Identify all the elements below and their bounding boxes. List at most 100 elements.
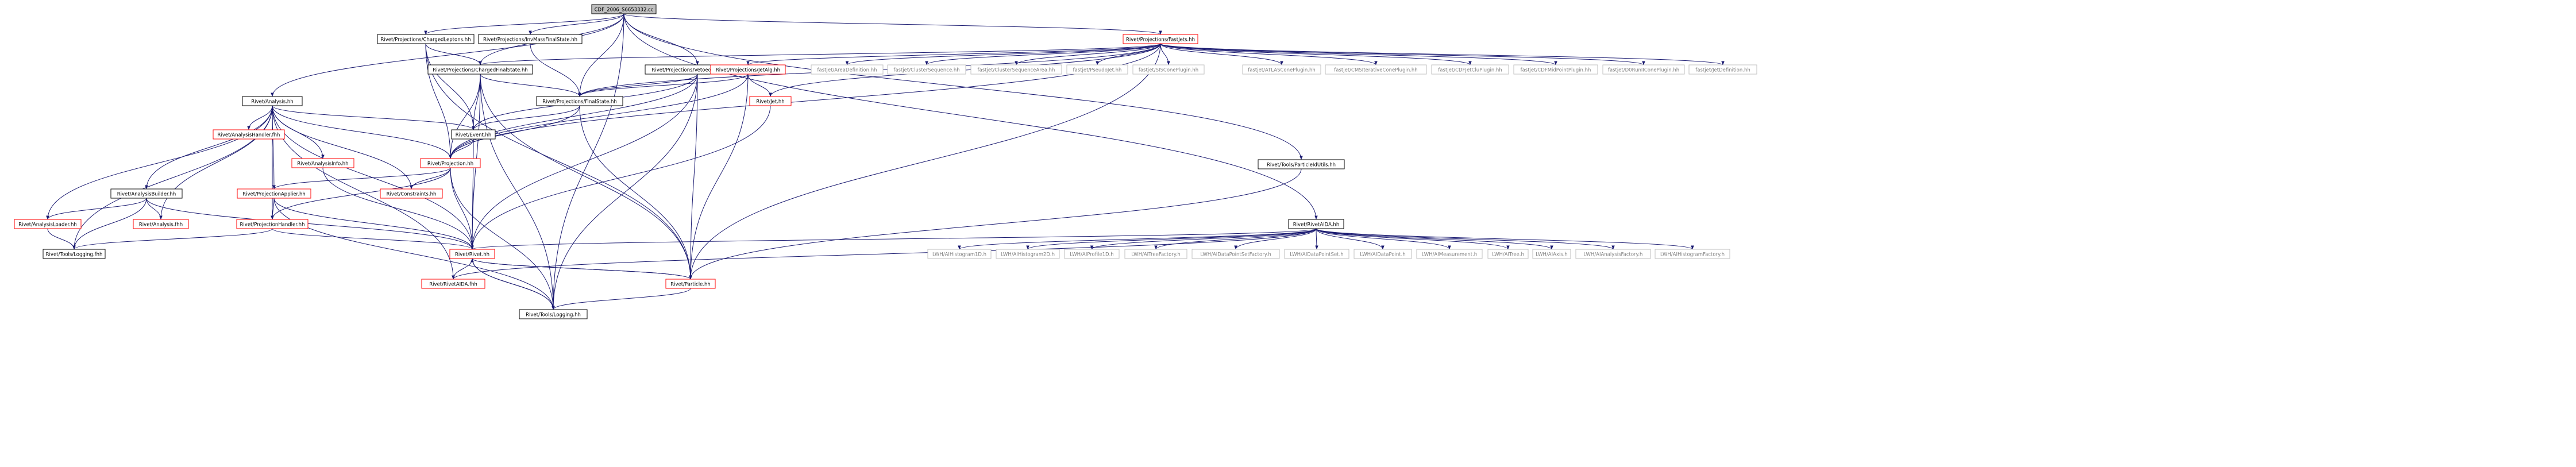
- node-box: [1132, 64, 1205, 75]
- node-fastjet-areadefinition-hh[interactable]: fastjet/AreaDefinition.hh: [811, 64, 884, 75]
- node-box: [927, 249, 992, 259]
- node-rivet-analysis-fhh[interactable]: Rivet/Analysis.fhh: [133, 219, 189, 229]
- node-box: [710, 64, 786, 75]
- edge-event-to-rivet: [471, 138, 474, 250]
- node-rivet-particle-hh[interactable]: Rivet/Particle.hh: [665, 279, 716, 289]
- node-box: [133, 219, 189, 229]
- edge-analysisloader-to-logging_fhh: [47, 228, 76, 250]
- node-fastjet-sisconeplugin-hh[interactable]: fastjet/SISConePlugin.hh: [1132, 64, 1205, 75]
- node-fastjet-cdfjetcluplugin-hh[interactable]: fastjet/CDFJetCluPlugin.hh: [1431, 64, 1509, 75]
- node-fastjet-cmsiterativeconeplugin-hh[interactable]: fastjet/CMSIterativeConePlugin.hh: [1325, 64, 1427, 75]
- node-rivet-projections-chargedleptons-hh[interactable]: Rivet/Projections/ChargedLeptons.hh: [377, 34, 475, 44]
- node-fastjet-clustersequence-hh[interactable]: fastjet/ClusterSequence.hh: [887, 64, 966, 75]
- node-rivet-analysisbuilder-hh[interactable]: Rivet/AnalysisBuilder.hh: [110, 188, 183, 199]
- node-cdf-2006-s6653332-cc: CDF_2006_S6653332.cc: [591, 4, 657, 14]
- node-rivet-tools-particleidutils-hh[interactable]: Rivet/Tools/ParticleIdUtils.hh: [1258, 159, 1345, 169]
- edge-root-to-chargedleptons: [424, 13, 624, 35]
- node-rivet-tools-logging-fhh[interactable]: Rivet/Tools/Logging.fhh: [43, 249, 106, 259]
- edge-rivetaida-to-lwh_histfac: [1316, 228, 1694, 250]
- node-lwh-aianalysisfactory-h[interactable]: LWH/AIAnalysisFactory.h: [1575, 249, 1651, 259]
- node-lwh-aidatapoint-h[interactable]: LWH/AIDataPoint.h: [1353, 249, 1412, 259]
- node-rivet-analysisinfo-hh[interactable]: Rivet/AnalysisInfo.hh: [291, 158, 354, 168]
- node-box: [236, 219, 308, 229]
- node-fastjet-d0runiiconeplugin-hh[interactable]: fastjet/D0RunIIConePlugin.hh: [1602, 64, 1685, 75]
- node-label: fastjet/CMSIterativeConePlugin.hh: [1334, 68, 1417, 74]
- node-lwh-aihistogram2d-h[interactable]: LWH/AIHistogram2D.h: [996, 249, 1060, 259]
- node-label: fastjet/D0RunIIConePlugin.hh: [1608, 68, 1679, 74]
- node-lwh-aihistogram1d-h[interactable]: LWH/AIHistogram1D.h: [927, 249, 992, 259]
- node-fastjet-clustersequencearea-hh[interactable]: fastjet/ClusterSequenceArea.hh: [970, 64, 1062, 75]
- node-lwh-aitree-h[interactable]: LWH/AITree.h: [1487, 249, 1529, 259]
- node-box: [110, 188, 183, 199]
- node-rivet-projections-finalstate-hh[interactable]: Rivet/Projections/FinalState.hh: [536, 96, 623, 106]
- edge-rivetaida-to-lwh_dpsfac: [1234, 228, 1317, 250]
- node-rivet-analysisloader-hh[interactable]: Rivet/AnalysisLoader.hh: [14, 219, 82, 229]
- node-rivet-analysishandler-fhh[interactable]: Rivet/AnalysisHandler.fhh: [213, 129, 285, 140]
- edge-fastjets-to-fj_clusterseq: [925, 43, 1161, 65]
- node-rivet-event-hh[interactable]: Rivet/Event.hh: [451, 129, 496, 140]
- edge-vetoedfs-to-finalstate: [578, 74, 698, 97]
- edge-analysisbuilder-to-logging_fhh: [72, 198, 147, 250]
- node-lwh-aiprofile1d-h[interactable]: LWH/AIProfile1D.h: [1064, 249, 1120, 259]
- node-box: [1487, 249, 1529, 259]
- node-rivet-projections-jetalg-hh[interactable]: Rivet/Projections/JetAlg.hh: [710, 64, 786, 75]
- node-fastjet-cdfmidpointplugin-hh[interactable]: fastjet/CDFMidPointPlugin.hh: [1513, 64, 1598, 75]
- node-box: [237, 188, 311, 199]
- node-rivet-tools-logging-hh[interactable]: Rivet/Tools/Logging.hh: [519, 309, 588, 319]
- node-label: Rivet/Tools/ParticleIdUtils.hh: [1267, 163, 1336, 168]
- node-fastjet-atlasconeplugin-hh[interactable]: fastjet/ATLASConePlugin.hh: [1242, 64, 1321, 75]
- edge-fastjets-to-jetalg: [746, 43, 1161, 65]
- node-rivet-projections-chargedfinalstate-hh[interactable]: Rivet/Projections/ChargedFinalState.hh: [427, 64, 533, 75]
- edge-analysisbuilder-to-analysisloader: [46, 198, 147, 220]
- node-rivet-rivet-hh[interactable]: Rivet/Rivet.hh: [449, 249, 495, 259]
- edge-finalstate-to-projection: [449, 105, 580, 159]
- node-rivet-rivetaida-hh[interactable]: Rivet/RivetAIDA.hh: [1288, 219, 1344, 229]
- edge-fastjets-to-fj_d0run: [1160, 43, 1645, 65]
- node-box: [1066, 64, 1128, 75]
- node-rivet-projectionapplier-hh[interactable]: Rivet/ProjectionApplier.hh: [237, 188, 311, 199]
- node-label: LWH/AIMeasurement.h: [1422, 252, 1477, 258]
- edge-rivetaida-to-lwh_dps: [1315, 228, 1318, 250]
- node-box: [421, 279, 485, 289]
- node-box: [887, 64, 966, 75]
- node-box: [1123, 34, 1198, 44]
- node-fastjet-jetdefinition-hh[interactable]: fastjet/JetDefinition.hh: [1688, 64, 1757, 75]
- node-lwh-aimeasurement-h[interactable]: LWH/AIMeasurement.h: [1416, 249, 1483, 259]
- edge-root-to-particleidutils: [623, 13, 1303, 160]
- edge-fastjets-to-fj_clusterseqarea: [1015, 43, 1161, 65]
- node-lwh-aidatapointsetfactory-h[interactable]: LWH/AIDataPointSetFactory.h: [1191, 249, 1280, 259]
- node-box: [1064, 249, 1120, 259]
- node-lwh-aihistogramfactory-h[interactable]: LWH/AIHistogramFactory.h: [1655, 249, 1730, 259]
- node-box: [478, 34, 583, 44]
- node-fastjet-pseudojet-hh[interactable]: fastjet/PseudoJet.hh: [1066, 64, 1128, 75]
- edge-fastjets-to-chargedfs: [479, 43, 1161, 65]
- node-rivet-jet-hh[interactable]: Rivet/Jet.hh: [749, 96, 792, 106]
- node-rivet-projections-invmassfinalstate-hh[interactable]: Rivet/Projections/InvMassFinalState.hh: [478, 34, 583, 44]
- edge-fastjets-to-fj_atlascone: [1160, 43, 1283, 65]
- node-rivet-constraints-hh[interactable]: Rivet/Constraints.hh: [380, 188, 443, 199]
- node-rivet-projections-fastjets-hh[interactable]: Rivet/Projections/FastJets.hh: [1123, 34, 1198, 44]
- node-box: [377, 34, 475, 44]
- edge-rivetaida-to-lwh_axis: [1316, 228, 1553, 250]
- node-rivet-projection-hh[interactable]: Rivet/Projection.hh: [420, 158, 481, 168]
- node-rivet-projectionhandler-hh[interactable]: Rivet/ProjectionHandler.hh: [236, 219, 308, 229]
- node-label: Rivet/AnalysisLoader.hh: [18, 222, 77, 228]
- edge-chargedleptons-to-chargedfs: [425, 43, 482, 65]
- edge-layer: [46, 13, 1725, 310]
- edge-fastjets-to-fj_jetdef: [1160, 43, 1725, 65]
- node-label: Rivet/Particle.hh: [670, 282, 711, 288]
- node-label: LWH/AIProfile1D.h: [1070, 252, 1113, 258]
- node-lwh-aiaxis-h[interactable]: LWH/AIAxis.h: [1532, 249, 1571, 259]
- node-lwh-aitreefactory-h[interactable]: LWH/AITreeFactory.h: [1124, 249, 1187, 259]
- edge-rivetaida-to-lwh_h1d: [958, 228, 1317, 250]
- node-box: [427, 64, 533, 75]
- node-label: Rivet/Projections/ChargedLeptons.hh: [381, 37, 471, 43]
- node-box: [1258, 159, 1345, 169]
- node-lwh-aidatapointset-h[interactable]: LWH/AIDataPointSet.h: [1284, 249, 1349, 259]
- node-rivet-rivetaida-fhh[interactable]: Rivet/RivetAIDA.fhh: [421, 279, 485, 289]
- edge-fastjets-to-fj_cdfclu: [1160, 43, 1472, 65]
- node-box: [1325, 64, 1427, 75]
- node-box: [536, 96, 623, 106]
- node-rivet-analysis-hh[interactable]: Rivet/Analysis.hh: [242, 96, 303, 106]
